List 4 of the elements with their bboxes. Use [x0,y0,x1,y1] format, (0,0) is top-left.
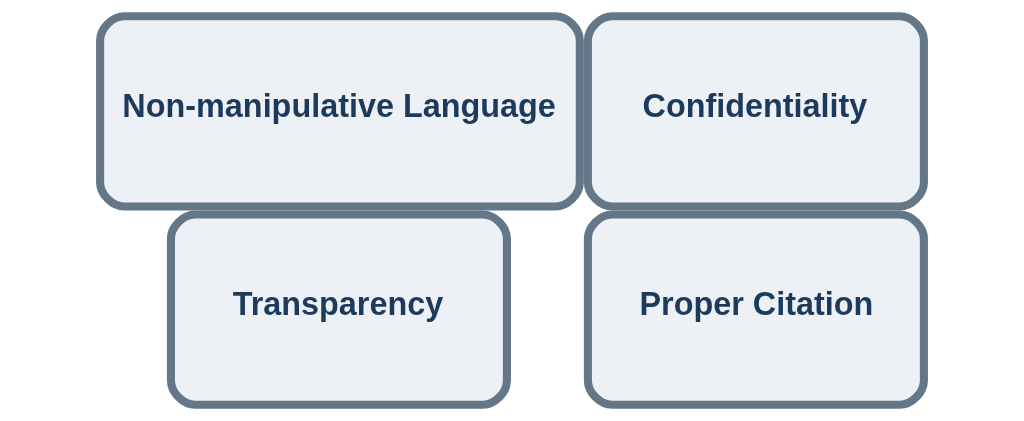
node-box: Transparency [166,210,511,409]
node-box: Proper Citation [583,210,928,409]
node-box: Confidentiality [583,12,928,211]
node-box: Non-manipulative Language [96,12,584,211]
